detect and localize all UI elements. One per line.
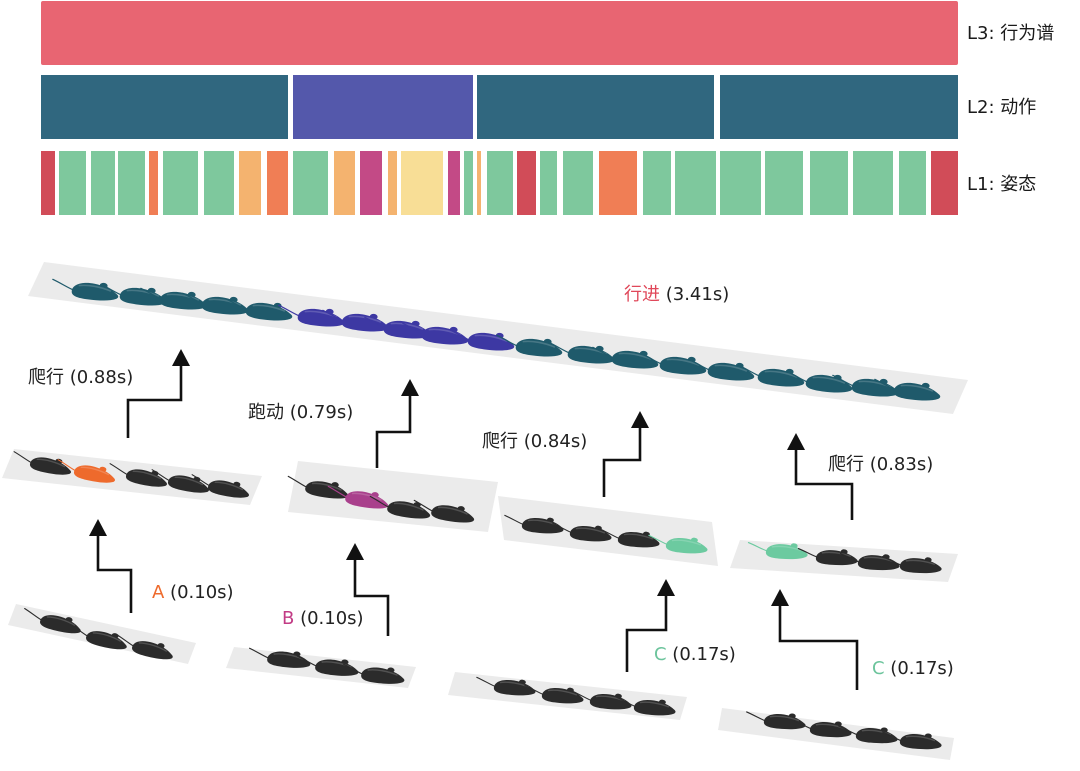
- caption-c-1: C (0.17s): [654, 644, 736, 665]
- l1-posture-segment: [118, 151, 145, 215]
- l1-posture-segment: [204, 151, 234, 215]
- caption-a-duration: (0.10s): [164, 582, 233, 603]
- l1-posture-segment: [149, 151, 158, 215]
- l1-posture-segment: [334, 151, 355, 215]
- caption-c2-letter: C: [872, 658, 885, 679]
- caption-b-letter: B: [282, 608, 294, 629]
- hierarchy-bars: L3: 行为谱 L2: 动作 L1: 姿态: [41, 1, 1054, 215]
- l2-action-segment: [41, 75, 288, 139]
- caption-walk: 行进 (3.41s): [624, 284, 729, 305]
- arrow-c2-to-crawl3: [771, 589, 859, 690]
- l1-posture-segment: [477, 151, 481, 215]
- l2-action-segment: [293, 75, 473, 139]
- l1-posture-segment: [765, 151, 803, 215]
- l1-posture-segment: [401, 151, 443, 215]
- l1-posture-segment: [643, 151, 671, 215]
- l1-posture-segment: [163, 151, 198, 215]
- l2-level-label: L2: 动作: [967, 97, 1036, 118]
- l1-posture-segment: [59, 151, 86, 215]
- l1-posture-segment: [239, 151, 261, 215]
- l1-posture-segment: [517, 151, 536, 215]
- arrow-c1-to-crawl2: [625, 579, 675, 672]
- l2-action-segment: [720, 75, 958, 139]
- l3-behavior-bar: [41, 1, 958, 65]
- caption-crawl-1: 爬行 (0.88s): [28, 367, 133, 388]
- caption-run: 跑动 (0.79s): [248, 402, 353, 423]
- l1-posture-segment: [899, 151, 926, 215]
- l1-posture-segment: [448, 151, 460, 215]
- caption-b: B (0.10s): [282, 608, 364, 629]
- l1-posture-segment: [540, 151, 557, 215]
- l1-posture-segment: [931, 151, 958, 215]
- arrow-run-to-walk: [375, 379, 419, 468]
- l1-posture-segment: [41, 151, 55, 215]
- caption-walk-label: 行进: [624, 284, 660, 305]
- caption-a-letter: A: [152, 582, 165, 603]
- l1-posture-segment: [267, 151, 288, 215]
- l1-posture-segment: [675, 151, 716, 215]
- l1-posture-segment: [360, 151, 382, 215]
- l1-posture-segment: [853, 151, 893, 215]
- caption-walk-duration: (3.41s): [660, 284, 729, 305]
- l2-action-bars: [41, 75, 958, 139]
- l1-posture-segment: [388, 151, 397, 215]
- caption-c1-letter: C: [654, 644, 667, 665]
- tray-crawl-2: [498, 496, 718, 566]
- caption-c2-duration: (0.17s): [885, 658, 954, 679]
- hierarchy-arrows: [89, 349, 859, 690]
- l1-level-label: L1: 姿态: [967, 174, 1036, 195]
- l1-posture-segment: [720, 151, 761, 215]
- arrow-a-to-crawl1: [89, 519, 133, 613]
- caption-a: A (0.10s): [152, 582, 234, 603]
- caption-c1-duration: (0.17s): [667, 644, 736, 665]
- l1-posture-bars: [41, 151, 958, 215]
- l1-posture-segment: [91, 151, 115, 215]
- l2-action-segment: [477, 75, 714, 139]
- l1-posture-segment: [464, 151, 473, 215]
- l1-posture-segment: [293, 151, 328, 215]
- l1-posture-segment: [563, 151, 593, 215]
- caption-b-duration: (0.10s): [294, 608, 363, 629]
- l1-posture-segment: [487, 151, 513, 215]
- caption-c-2: C (0.17s): [872, 658, 954, 679]
- l3-level-label: L3: 行为谱: [967, 23, 1054, 44]
- l1-posture-segment: [810, 151, 848, 215]
- l1-posture-segment: [599, 151, 637, 215]
- arrow-crawl3-to-walk: [787, 433, 854, 520]
- arrow-crawl1-to-walk: [126, 349, 190, 438]
- arrow-b-to-run: [346, 543, 390, 636]
- arrow-crawl2-to-walk: [602, 411, 649, 497]
- captions: 行进 (3.41s) 爬行 (0.88s) 跑动 (0.79s) 爬行 (0.8…: [28, 284, 954, 679]
- caption-crawl-2: 爬行 (0.84s): [482, 431, 587, 452]
- caption-crawl-3: 爬行 (0.83s): [828, 454, 933, 475]
